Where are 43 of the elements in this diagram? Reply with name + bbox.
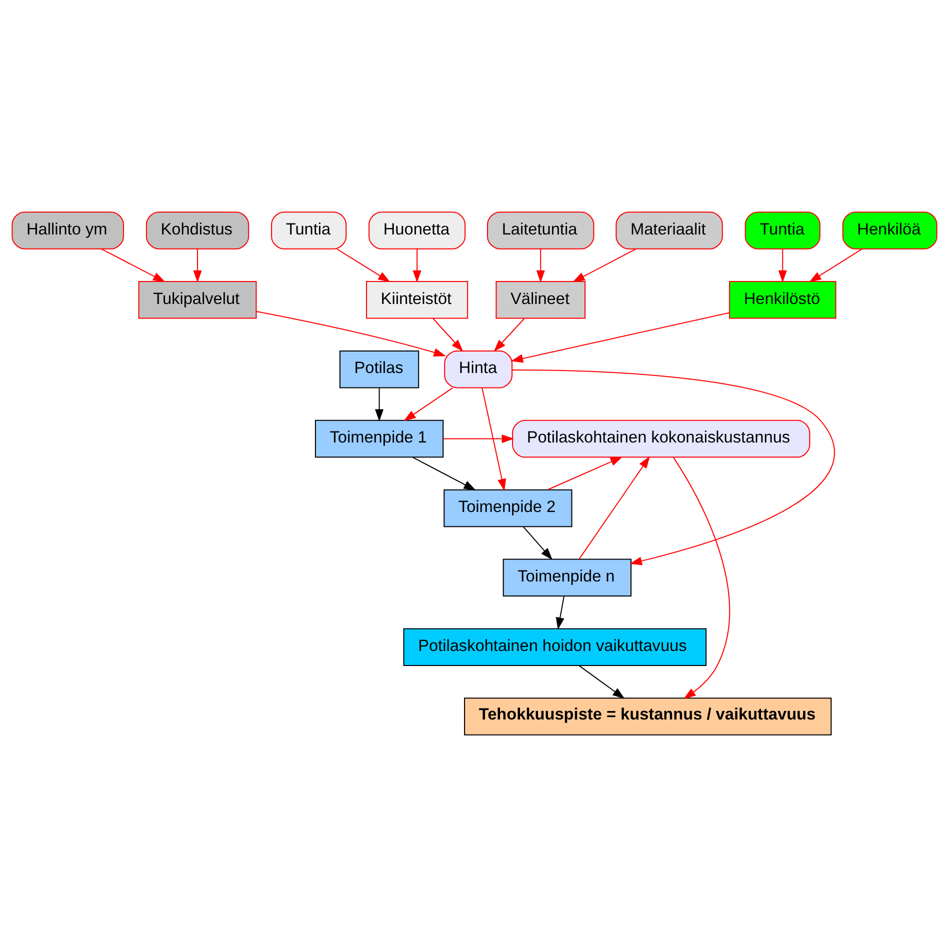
arrow [494, 318, 525, 352]
node-box: Kiinteistöt [366, 281, 468, 319]
arrow [536, 249, 545, 283]
node-box: Huonetta [368, 212, 466, 250]
node-box: Potilas [339, 350, 420, 388]
arrow [510, 312, 730, 363]
arrow [482, 388, 506, 492]
node-box: Tuntia [271, 212, 347, 250]
node-box: Potilaskohtainen hoidon vaikuttavuus [403, 628, 707, 666]
arrow [256, 311, 446, 357]
arrow [443, 434, 514, 444]
node-box: Tehokkuuspiste = kustannus / vaikuttavuus [464, 698, 832, 736]
arrow [374, 388, 384, 422]
node-box: Hinta [444, 350, 513, 388]
arrow [556, 596, 564, 630]
node-box: Hallinto ym [12, 212, 124, 250]
arrow [523, 526, 553, 560]
arrow [193, 249, 202, 283]
node-box: Välineet [496, 281, 586, 319]
node-box: Toimenpide n [502, 558, 632, 597]
arrow [778, 249, 787, 283]
arrow [101, 248, 166, 282]
node-box: Henkilöstö [729, 281, 836, 319]
arrow [578, 456, 650, 560]
node-box: Materiaalit [616, 212, 723, 250]
node-box: Tuntia [744, 212, 820, 250]
arrow [412, 456, 476, 490]
arrow [809, 248, 862, 282]
arrow [404, 387, 453, 422]
arrow [572, 248, 636, 282]
node-box: Henkilöä [842, 212, 938, 250]
arrow [673, 457, 730, 699]
node-box: Kohdistus [146, 212, 250, 250]
node-box: Potilaskohtainen kokonaiskustannus [512, 420, 810, 458]
node-box: Tukipalvelut [138, 281, 257, 319]
arrow [432, 318, 464, 352]
arrow [579, 665, 625, 699]
node-box: Toimenpide 2 [444, 489, 572, 528]
arrow [547, 456, 623, 490]
node-box: Laitetuntia [487, 212, 594, 250]
arrow [336, 248, 390, 282]
arrow [412, 249, 422, 283]
node-box: Toimenpide 1 [314, 420, 444, 458]
